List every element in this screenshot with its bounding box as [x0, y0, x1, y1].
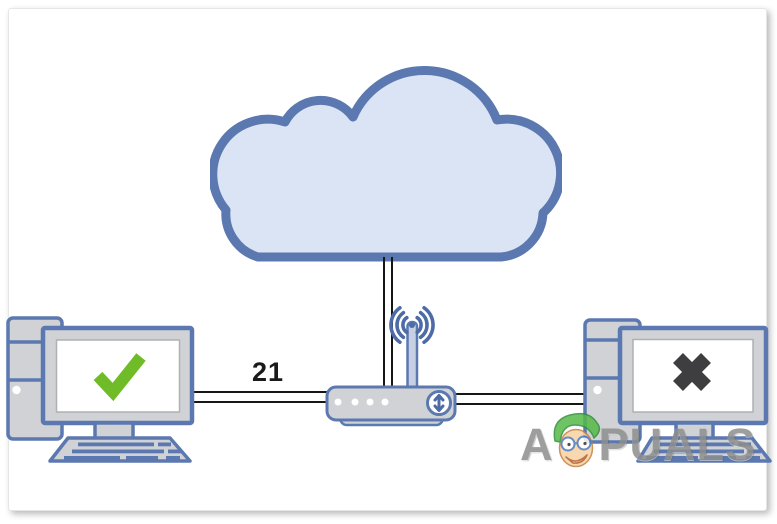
transfer-arrow-icon [426, 390, 452, 416]
pc-allowed-keyboard [48, 436, 192, 463]
monitor-stand [93, 421, 135, 441]
cross-icon [673, 353, 711, 391]
appuals-mascot-icon [553, 412, 600, 468]
wifi-waves-icon [389, 306, 435, 344]
pc-allowed [6, 316, 195, 463]
watermark-letter-a: A [520, 419, 554, 470]
power-button [12, 385, 21, 395]
check-icon [93, 353, 146, 402]
watermark-letters-puals: PUALS [598, 419, 757, 470]
router-led-lights [334, 398, 389, 406]
pc-blocked [583, 318, 772, 463]
appuals-watermark: A PUALS [520, 406, 756, 472]
router-body [325, 385, 457, 422]
pc-blocked-keyboard [636, 436, 772, 463]
port-number-label: 21 [251, 357, 285, 387]
cable-router-to-pc [455, 393, 587, 405]
pc-blocked-monitor [617, 325, 769, 441]
internet-cloud-icon [210, 65, 562, 262]
pc-allowed-monitor [40, 325, 195, 441]
wireless-router-icon [325, 306, 457, 427]
cable-pc-to-router [190, 391, 328, 403]
power-button [593, 385, 602, 395]
cloud-shape [210, 65, 562, 262]
pc-allowed-screen [55, 339, 181, 413]
